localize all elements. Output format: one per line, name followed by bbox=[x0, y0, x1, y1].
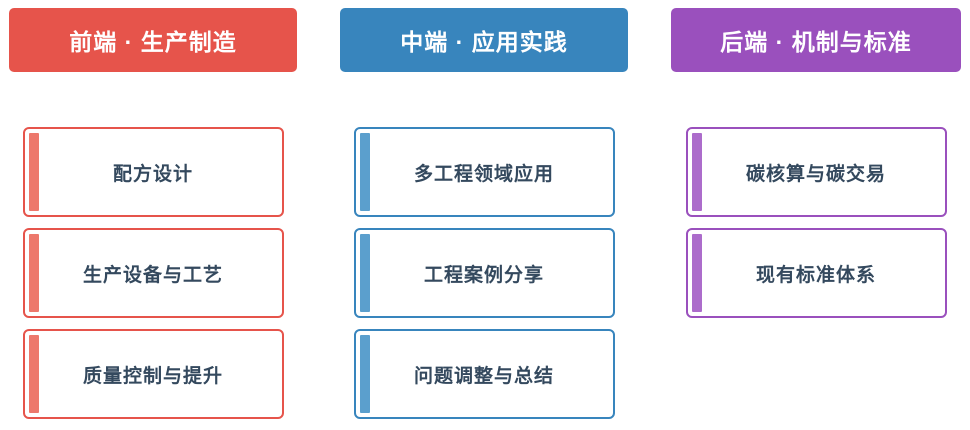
topic-box-quality-control: 质量控制与提升 bbox=[22, 329, 284, 419]
accent-bar bbox=[28, 133, 39, 211]
accent-bar bbox=[691, 133, 702, 211]
column-back: 后端 · 机制与标准 碳核算与碳交易 现有标准体系 bbox=[671, 8, 961, 419]
box-stack-back: 碳核算与碳交易 现有标准体系 bbox=[685, 127, 947, 318]
topic-box-multi-engineering: 多工程领域应用 bbox=[353, 127, 615, 217]
topic-box-label: 质量控制与提升 bbox=[82, 365, 223, 387]
columns-container: 前端 · 生产制造 配方设计 生产设备与工艺 质量控制与提升 中端 · 应用实践 bbox=[9, 8, 961, 419]
topic-box-label: 生产设备与工艺 bbox=[82, 264, 223, 286]
box-stack-middle: 多工程领域应用 工程案例分享 问题调整与总结 bbox=[353, 127, 615, 419]
topic-box-equipment-process: 生产设备与工艺 bbox=[22, 228, 284, 318]
accent-bar bbox=[359, 234, 370, 312]
topic-box-label: 多工程领域应用 bbox=[413, 163, 554, 185]
topic-box-case-sharing: 工程案例分享 bbox=[353, 228, 615, 318]
topic-box-label: 配方设计 bbox=[112, 163, 193, 185]
column-header-back: 后端 · 机制与标准 bbox=[671, 8, 961, 72]
accent-bar bbox=[691, 234, 702, 312]
column-front: 前端 · 生产制造 配方设计 生产设备与工艺 质量控制与提升 bbox=[9, 8, 297, 419]
topic-box-carbon-accounting: 碳核算与碳交易 bbox=[685, 127, 947, 217]
accent-bar bbox=[28, 335, 39, 413]
topic-box-label: 工程案例分享 bbox=[423, 264, 544, 286]
topic-box-standard-system: 现有标准体系 bbox=[685, 228, 947, 318]
topic-box-label: 碳核算与碳交易 bbox=[745, 163, 886, 185]
topic-box-formula-design: 配方设计 bbox=[22, 127, 284, 217]
topic-box-label: 问题调整与总结 bbox=[413, 365, 554, 387]
topic-box-problem-summary: 问题调整与总结 bbox=[353, 329, 615, 419]
box-stack-front: 配方设计 生产设备与工艺 质量控制与提升 bbox=[22, 127, 284, 419]
accent-bar bbox=[359, 133, 370, 211]
column-header-middle: 中端 · 应用实践 bbox=[340, 8, 628, 72]
topic-box-label: 现有标准体系 bbox=[755, 264, 876, 286]
column-middle: 中端 · 应用实践 多工程领域应用 工程案例分享 问题调整与总结 bbox=[340, 8, 628, 419]
column-header-front: 前端 · 生产制造 bbox=[9, 8, 297, 72]
accent-bar bbox=[359, 335, 370, 413]
accent-bar bbox=[28, 234, 39, 312]
